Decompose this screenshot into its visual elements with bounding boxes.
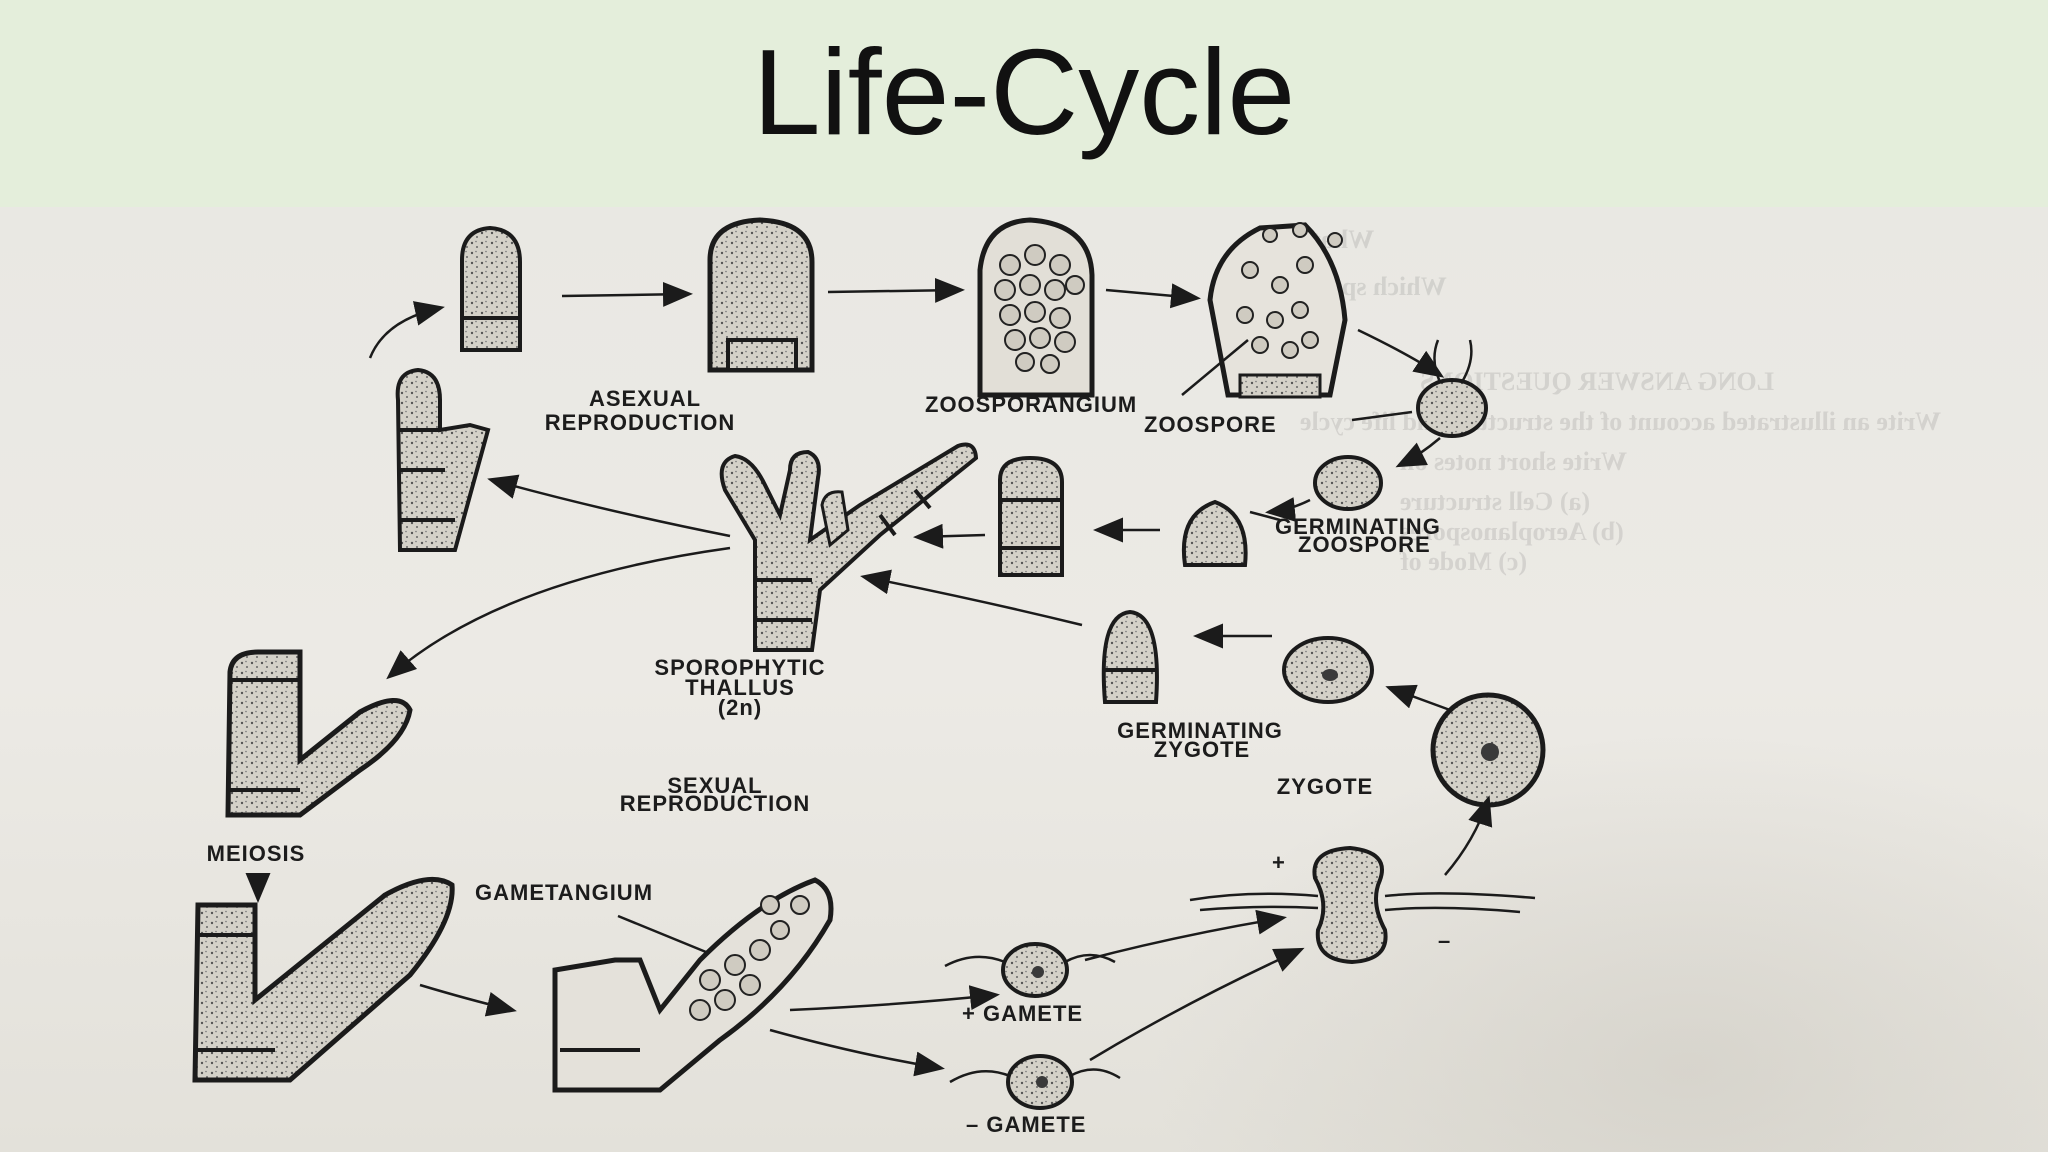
label-sexual-reproduction: REPRODUCTION	[620, 791, 810, 816]
photo-shadow	[1148, 732, 2048, 1152]
label-germinating-zoospore-2: ZOOSPORE	[1298, 532, 1431, 557]
label-plus-gamete: + GAMETE	[962, 1001, 1083, 1026]
sporophytic-thallus	[719, 442, 979, 652]
label-meiosis: MEIOSIS	[207, 841, 306, 866]
zoospore	[1416, 339, 1488, 438]
germinating-zoospore-1	[1313, 455, 1383, 511]
sexual-filament-early	[225, 649, 413, 818]
zoosporangium-stage-1	[460, 225, 522, 352]
label-thallus: THALLUS	[685, 675, 795, 700]
slide-title: Life-Cycle	[752, 24, 1296, 160]
label-sporophytic: SPOROPHYTIC	[654, 655, 825, 680]
gametangium-releasing	[552, 877, 834, 1093]
minus-gamete	[949, 1054, 1121, 1110]
label-zygote: ZYGOTE	[1277, 774, 1373, 799]
gametangium-filament-mature	[192, 876, 455, 1083]
label-2n: (2n)	[718, 695, 762, 720]
leader-zoosporangium	[1181, 339, 1249, 396]
zygote	[1430, 692, 1546, 808]
title-bar: Life-Cycle	[0, 0, 2048, 207]
germinating-zoospore-2	[1181, 499, 1248, 567]
zoosporangium-releasing	[1207, 222, 1348, 399]
label-minus-gamete: – GAMETE	[966, 1112, 1086, 1137]
label-zoospore: ZOOSPORE	[1144, 412, 1277, 437]
leader-germinating-zoospore	[1249, 510, 1281, 522]
label-zoosporangium: ZOOSPORANGIUM	[925, 392, 1137, 417]
zygote-germinating-stage	[1282, 636, 1374, 704]
label-minus-sign: –	[1438, 928, 1451, 953]
branched-filament-asexual	[395, 367, 491, 552]
label-plus-sign: +	[1272, 850, 1286, 875]
label-germinating-zygote-1: GERMINATING	[1117, 718, 1283, 743]
young-thallus	[998, 455, 1064, 577]
zoosporangium-stage-3	[977, 217, 1095, 398]
label-germinating-zoospore-1: GERMINATING	[1275, 514, 1441, 539]
label-germinating-zygote-2: ZYGOTE	[1154, 737, 1250, 762]
fusing-gametes	[1189, 845, 1536, 965]
label-gametangium: GAMETANGIUM	[475, 880, 653, 905]
leader-zoospore	[1351, 410, 1413, 422]
germinating-zygote	[1101, 609, 1159, 704]
label-reproduction: REPRODUCTION	[545, 410, 735, 435]
zoosporangium-stage-2	[707, 217, 815, 373]
plus-gamete	[944, 942, 1116, 998]
label-sexual: SEXUAL	[667, 773, 762, 798]
label-asexual: ASEXUAL	[589, 386, 701, 411]
